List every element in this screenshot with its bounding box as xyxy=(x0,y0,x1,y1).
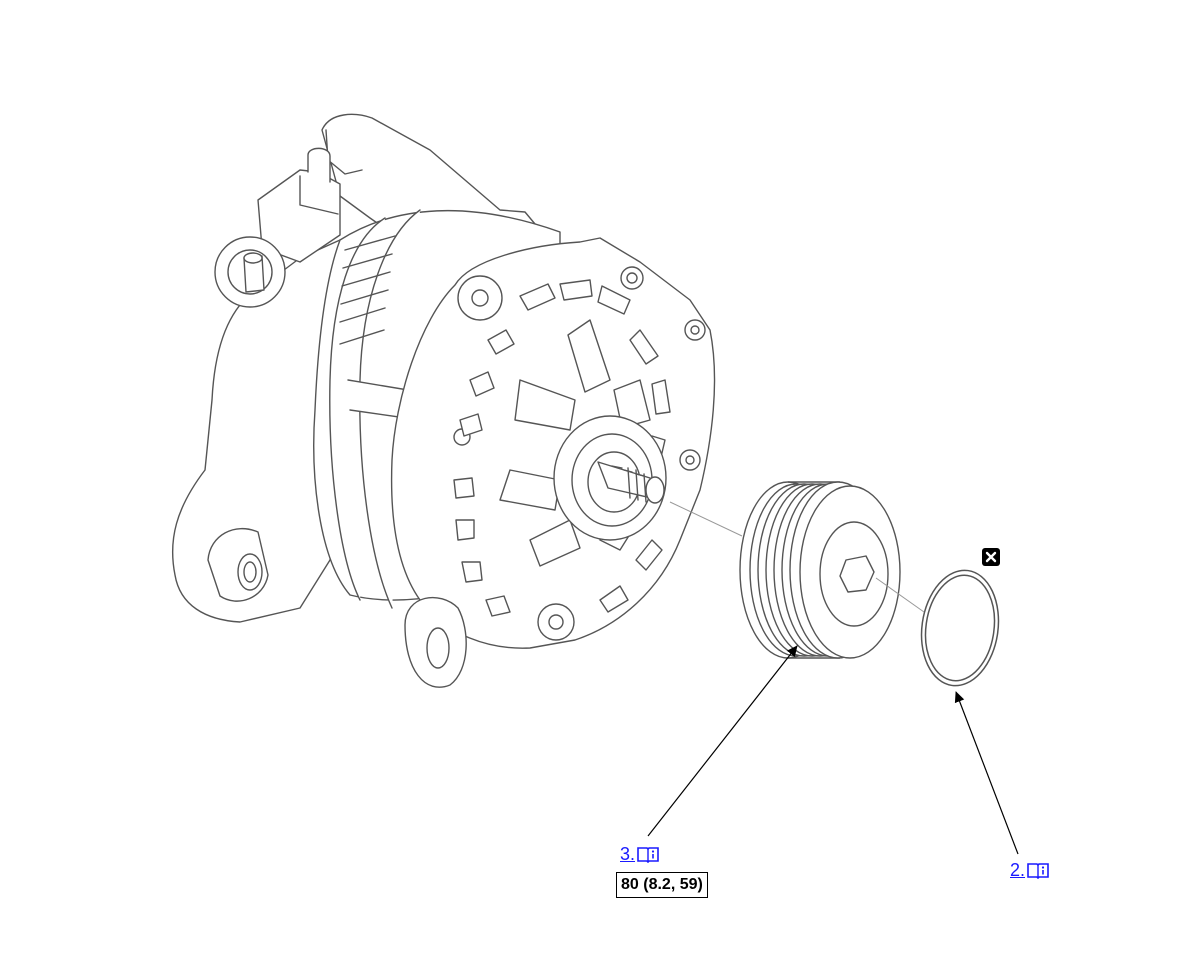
callout-link-3[interactable]: 3. xyxy=(620,844,660,864)
o-ring-illustration xyxy=(920,569,1000,687)
alternator-illustration xyxy=(172,113,716,688)
callout-link-2[interactable]: 2. xyxy=(1010,860,1050,880)
leader-arrow-pulley xyxy=(647,645,798,837)
book-info-icon xyxy=(1026,861,1050,879)
x-box-icon xyxy=(982,548,1000,566)
torque-spec-label: 80 (8.2, 59) xyxy=(616,872,708,898)
alternator-pulley-illustration xyxy=(739,481,901,659)
callout-number: 2. xyxy=(1010,860,1026,880)
assembly-centerline xyxy=(669,501,925,613)
book-info-icon xyxy=(636,845,660,863)
callout-number: 3. xyxy=(620,844,636,864)
leader-arrow-o-ring xyxy=(954,691,1019,855)
